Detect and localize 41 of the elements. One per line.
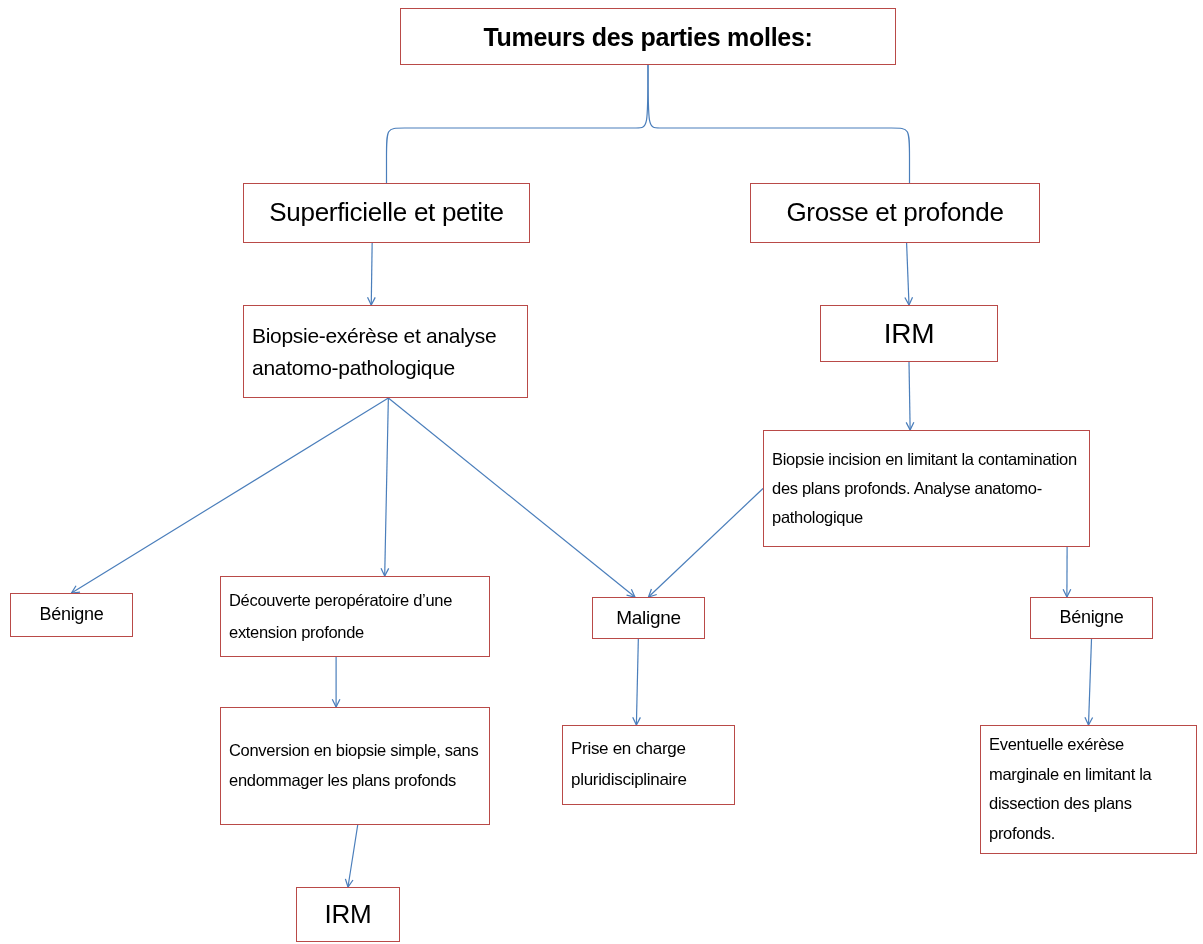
arrow <box>1062 546 1072 598</box>
process-box <box>220 707 490 825</box>
process-box <box>296 887 400 942</box>
box-label: Conversion en biopsie simple, sans endommager les plans profonds <box>229 740 480 791</box>
process-box <box>750 183 1040 243</box>
arrow <box>387 397 636 598</box>
process-box <box>220 576 490 657</box>
process-box <box>820 305 998 362</box>
box-label: Maligne <box>616 606 681 630</box>
box-label: Tumeurs des parties molles: <box>483 21 813 52</box>
process-box <box>243 305 528 398</box>
arrow <box>905 361 915 431</box>
box-label: Biopsie-exérèse et analyse anatomo-pathologique <box>252 323 498 381</box>
box-label: Bénigne <box>1059 607 1124 629</box>
process-box <box>400 8 896 65</box>
box-label: Eventuelle exérèse marginale en limitant la dissection des plans profonds. <box>989 734 1153 845</box>
process-box <box>763 430 1090 547</box>
box-label: Biopsie incision en limitant la contamination des plans profonds. Analyse anatomo-pathologique <box>772 449 1078 528</box>
process-box <box>592 597 705 639</box>
arrow <box>70 397 389 594</box>
box-label: Grosse et profonde <box>786 197 1004 229</box>
box-label: IRM <box>324 898 372 931</box>
arrow <box>366 242 376 306</box>
process-box <box>10 593 133 637</box>
process-box <box>1030 597 1153 639</box>
arrow <box>380 397 390 577</box>
process-box <box>980 725 1197 854</box>
box-label: IRM <box>883 316 935 351</box>
arrow <box>632 638 642 726</box>
process-box <box>562 725 735 805</box>
arrow <box>647 487 764 598</box>
connector-line <box>647 64 911 184</box>
box-label: Superficielle et petite <box>269 197 504 229</box>
arrow <box>344 824 359 888</box>
box-label: Bénigne <box>39 604 104 626</box>
arrow <box>331 656 341 708</box>
process-box <box>243 183 530 243</box>
box-label: Découverte peropératoire d’une extension profonde <box>229 590 454 643</box>
box-label: Prise en charge pluridisciplinaire <box>571 738 688 791</box>
arrow <box>904 242 914 306</box>
arrow <box>1084 638 1094 726</box>
